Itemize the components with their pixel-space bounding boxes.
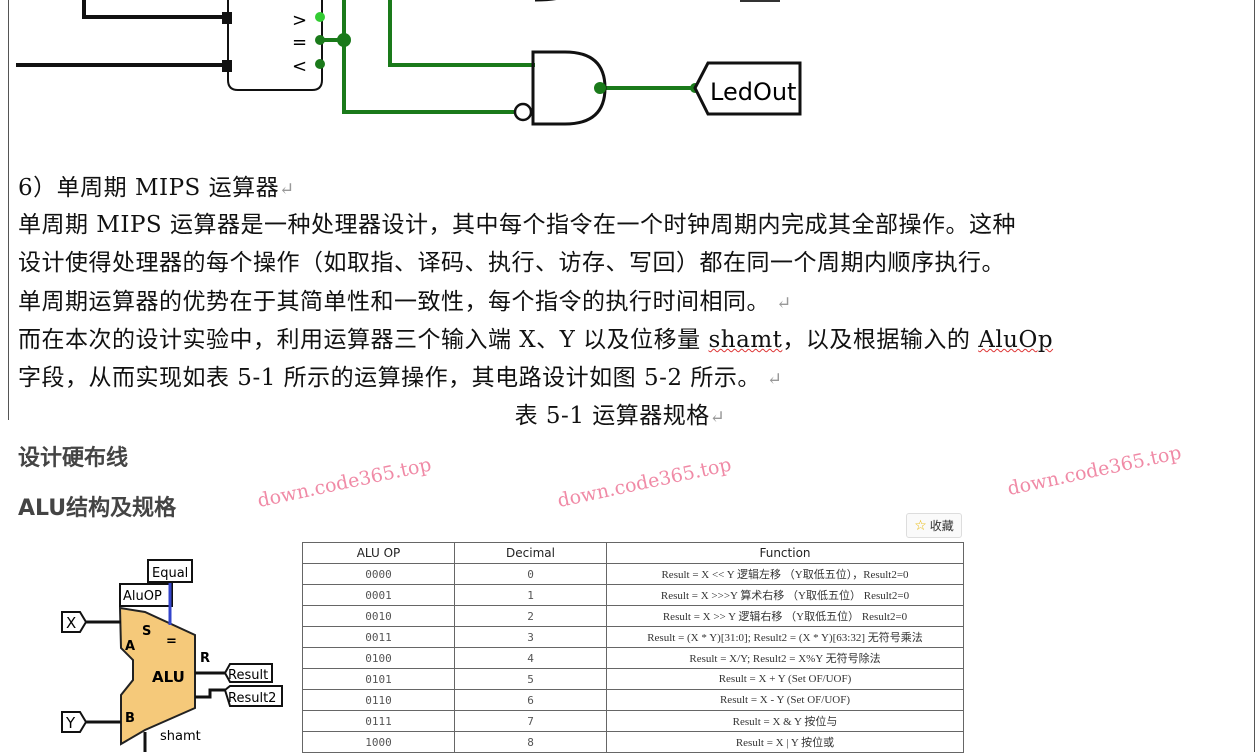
header-alu-op: ALU OP (302, 542, 455, 564)
s-label: S (142, 624, 151, 639)
watermark: down.code365.top (1005, 441, 1184, 500)
cell-alu-op: 0110 (302, 689, 455, 711)
header-function: Function (606, 542, 964, 564)
star-icon: ☆ (914, 517, 927, 534)
alu-diagram: Equal AluOP X Y Result Result2 A B S = R… (61, 559, 283, 752)
cell-function: Result = X - Y (Set OF/UOF) (606, 689, 964, 711)
heading-hardwired: 设计硬布线 (18, 446, 129, 471)
r-label: R (200, 651, 210, 666)
section-heading: 6）单周期 MIPS 运算器↵ (18, 175, 295, 201)
cell-function: Result = X >>>Y 算术右移 （Y取低五位） Result2=0 (606, 584, 964, 606)
cell-alu-op: 0010 (302, 605, 455, 627)
table-header-row: ALU OP Decimal Function (302, 542, 964, 564)
cell-function: Result = X/Y; Result2 = X%Y 无符号除法 (606, 647, 964, 669)
cell-alu-op: 0001 (302, 584, 455, 606)
page-border-right (1254, 0, 1255, 752)
cell-function: Result = X & Y 按位与 (606, 710, 964, 732)
cell-decimal: 7 (454, 710, 607, 732)
watermark: down.code365.top (555, 453, 734, 512)
cell-function: Result = X | Y 按位或 (606, 731, 964, 753)
ledout-label: LedOut (710, 78, 796, 106)
header-decimal: Decimal (454, 542, 607, 564)
aluop-pin: AluOP (123, 589, 162, 604)
b-label: B (125, 711, 135, 726)
aluop-term: AluOp (978, 327, 1054, 353)
cell-function: Result = (X * Y)[31:0]; Result2 = (X * Y… (606, 626, 964, 648)
cell-decimal: 5 (454, 668, 607, 690)
paragraph-line: 单周期 MIPS 运算器是一种处理器设计，其中每个指令在一个时钟周期内完成其全部… (18, 212, 1016, 238)
paragraph-line: 设计使得处理器的每个操作（如取指、译码、执行、访存、写回）都在同一个周期内顺序执… (18, 250, 1005, 276)
cell-function: Result = X >> Y 逻辑右移 （Y取低五位） Result2=0 (606, 605, 964, 627)
section-heading-text: 6）单周期 MIPS 运算器 (18, 175, 280, 201)
table-caption: 表 5-1 运算器规格↵ (514, 403, 726, 429)
y-pin: Y (65, 714, 76, 732)
paragraph-text: ，以及根据输入的 (782, 327, 979, 353)
cell-alu-op: 0101 (302, 668, 455, 690)
eq-label: = (292, 32, 307, 53)
paragraph-line: 单周期运算器的优势在于其简单性和一致性，每个指令的执行时间相同。 ↵ (18, 289, 792, 315)
cell-alu-op: 0000 (302, 563, 455, 585)
cell-alu-op: 0100 (302, 647, 455, 669)
result-pin: Result (228, 668, 268, 683)
cell-decimal: 6 (454, 689, 607, 711)
comparator-circuit: > = < LedOut ↵ (16, 0, 802, 126)
result2-pin: Result2 (228, 691, 276, 706)
cell-decimal: 2 (454, 605, 607, 627)
eq-label: = (166, 634, 177, 649)
a-label: A (125, 639, 135, 654)
x-pin: X (66, 614, 76, 632)
cell-alu-op: 0111 (302, 710, 455, 732)
cell-decimal: 3 (454, 626, 607, 648)
alu-label: ALU (152, 668, 185, 686)
cell-function: Result = X << Y 逻辑左移 （Y取低五位），Result2=0 (606, 563, 964, 585)
gt-label: > (292, 10, 307, 31)
page-border-left (8, 0, 9, 420)
shamt-term: shamt (708, 327, 783, 353)
paragraph-text: 单周期运算器的优势在于其简单性和一致性，每个指令的执行时间相同。 (18, 289, 770, 315)
cell-decimal: 0 (454, 563, 607, 585)
watermark: down.code365.top (255, 453, 434, 512)
lt-label: < (292, 56, 307, 77)
cell-decimal: 4 (454, 647, 607, 669)
paragraph-text: 而在本次的设计实验中，利用运算器三个输入端 X、Y 以及位移量 (18, 327, 709, 353)
table-caption-text: 表 5-1 运算器规格 (514, 403, 710, 429)
cell-decimal: 1 (454, 584, 607, 606)
favorite-label: 收藏 (929, 519, 954, 533)
cell-decimal: 8 (454, 731, 607, 753)
equal-pin: Equal (152, 566, 188, 581)
cell-alu-op: 1000 (302, 731, 455, 753)
shamt-label: shamt (160, 729, 201, 744)
favorite-button[interactable]: ☆收藏 (906, 513, 962, 538)
paragraph-line: 字段，从而实现如表 5-1 所示的运算操作，其电路设计如图 5-2 所示。 ↵ (18, 365, 783, 391)
paragraph-text: 字段，从而实现如表 5-1 所示的运算操作，其电路设计如图 5-2 所示。 (18, 365, 761, 391)
heading-alu-spec: ALU结构及规格 (18, 496, 177, 521)
paragraph-line: 而在本次的设计实验中，利用运算器三个输入端 X、Y 以及位移量 shamt，以及… (18, 320, 1053, 354)
cell-function: Result = X + Y (Set OF/UOF) (606, 668, 964, 690)
cell-alu-op: 0011 (302, 626, 455, 648)
